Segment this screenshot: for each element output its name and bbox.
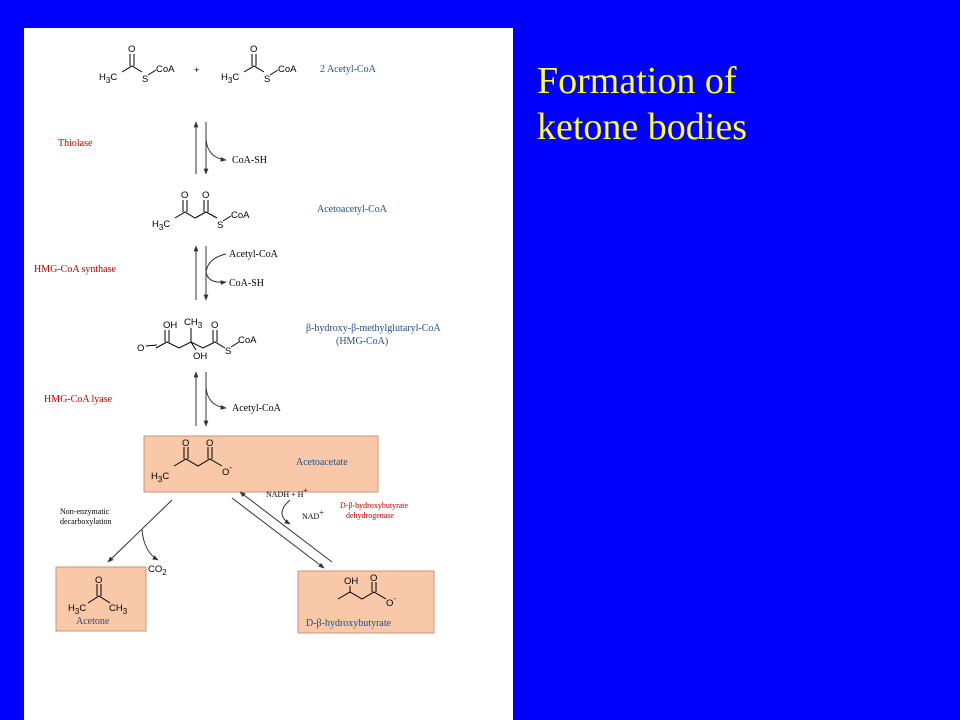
label-hydroxybutyrate: D-β-hydroxybutyrate bbox=[306, 618, 392, 629]
atom-ch3: CH3 bbox=[184, 317, 203, 330]
cofactor-nad: NAD+ bbox=[302, 508, 324, 521]
atom-o: O bbox=[202, 190, 209, 201]
atom-oh: OH bbox=[163, 320, 177, 331]
slide-title-line-1: Formation of bbox=[537, 60, 737, 102]
acetyl-coa-release-arrow bbox=[205, 387, 227, 410]
acetoacetate-highlight-box bbox=[143, 435, 379, 493]
label-acetone: Acetone bbox=[76, 616, 110, 627]
atom-o: O bbox=[181, 190, 188, 201]
enzyme-hmg-coa-synthase: HMG-CoA synthase bbox=[34, 264, 117, 275]
note-non-enzymatic: Non-enzymatic bbox=[60, 507, 110, 516]
ketogenesis-pathway-diagram: O H3C S CoA + O H3C S CoA 2 Acetyl-CoA T… bbox=[34, 44, 441, 634]
atom-s: S bbox=[225, 346, 231, 357]
label-2-acetyl-coa: 2 Acetyl-CoA bbox=[320, 64, 377, 75]
atom-s: S bbox=[142, 74, 148, 85]
atom-h3c: H3C bbox=[152, 219, 170, 232]
label-hmg-coa-name: β-hydroxy-β-methylglutaryl-CoA bbox=[306, 323, 441, 334]
enzyme-bdh-line-1: D-β-hydroxybutyrate bbox=[340, 501, 409, 510]
enzyme-thiolase: Thiolase bbox=[58, 138, 93, 149]
atom-oh: OH bbox=[344, 576, 358, 587]
hmg-coa-structure: OH O CH3 OH O S CoA bbox=[137, 317, 257, 362]
label-hmg-coa-abbrev: (HMG-CoA) bbox=[336, 336, 388, 347]
forward-arrow-dehydrogenase bbox=[231, 497, 325, 569]
acetoacetate-structure: O O H3C O- bbox=[151, 438, 232, 484]
atom-coa: CoA bbox=[231, 210, 250, 221]
hydroxybutyrate-highlight-box bbox=[297, 570, 435, 634]
enzyme-bdh-line-2: dehydrogenase bbox=[346, 511, 394, 520]
atom-o: O bbox=[211, 320, 218, 331]
atom-o: O bbox=[182, 438, 189, 449]
note-decarboxylation: decarboxylation bbox=[60, 517, 112, 526]
atom-o: O bbox=[370, 573, 377, 584]
reverse-arrow-dehydrogenase bbox=[239, 491, 333, 563]
atom-o: O bbox=[95, 575, 102, 586]
acetyl-coa-structure-2: O H3C S CoA bbox=[221, 44, 297, 85]
atom-h3c: H3C bbox=[151, 471, 169, 484]
slide-title-line-2: ketone bodies bbox=[537, 106, 748, 148]
decarboxylation-arrow bbox=[107, 499, 173, 563]
cofactor-acetyl-coa-in: Acetyl-CoA bbox=[229, 249, 279, 260]
cofactor-coash-2: CoA-SH bbox=[229, 278, 264, 289]
atom-oh: OH bbox=[193, 351, 207, 362]
coash-release-arrow-2 bbox=[205, 271, 227, 285]
atom-coa: CoA bbox=[238, 335, 257, 346]
hydroxybutyrate-structure: OH O O- bbox=[337, 573, 396, 609]
slide-title: Formation of ketone bodies bbox=[537, 58, 937, 150]
atom-s: S bbox=[264, 74, 270, 85]
acetone-highlight-box bbox=[55, 566, 147, 632]
cofactor-nadh: NADH + H+ bbox=[266, 486, 308, 499]
atom-o: O bbox=[128, 44, 135, 55]
cofactor-acetyl-coa-out: Acetyl-CoA bbox=[232, 403, 282, 414]
enzyme-hmg-coa-lyase: HMG-CoA lyase bbox=[44, 394, 113, 405]
pathway-figure-panel: O H3C S CoA + O H3C S CoA 2 Acetyl-CoA T… bbox=[24, 28, 513, 720]
nadh-arrow bbox=[281, 499, 291, 525]
acetoacetyl-coa-structure: O O H3C S CoA bbox=[152, 190, 250, 232]
atom-o-minus: O- bbox=[222, 463, 232, 478]
co2-release-arrow bbox=[141, 529, 159, 561]
cofactor-co2: CO2 bbox=[148, 564, 167, 577]
atom-coa: CoA bbox=[156, 64, 175, 75]
atom-ch3: CH3 bbox=[109, 603, 128, 616]
atom-o: O bbox=[206, 438, 213, 449]
coash-release-arrow bbox=[205, 139, 227, 162]
acetone-structure: O H3C CH3 bbox=[68, 575, 128, 616]
atom-h3c: H3C bbox=[99, 72, 117, 85]
acetyl-coa-structure-1: O H3C S CoA bbox=[99, 44, 175, 85]
plus-sign: + bbox=[194, 65, 200, 76]
atom-h3c: H3C bbox=[68, 603, 86, 616]
label-acetoacetate: Acetoacetate bbox=[296, 457, 348, 468]
atom-o: O bbox=[250, 44, 257, 55]
acetyl-coa-input-arrow bbox=[205, 253, 227, 273]
atom-s: S bbox=[217, 220, 223, 231]
atom-o: O bbox=[137, 343, 144, 354]
atom-h3c: H3C bbox=[221, 72, 239, 85]
atom-o-minus: O- bbox=[386, 594, 396, 609]
cofactor-coash-1: CoA-SH bbox=[232, 155, 267, 166]
label-acetoacetyl-coa: Acetoacetyl-CoA bbox=[317, 204, 388, 215]
atom-coa: CoA bbox=[278, 64, 297, 75]
